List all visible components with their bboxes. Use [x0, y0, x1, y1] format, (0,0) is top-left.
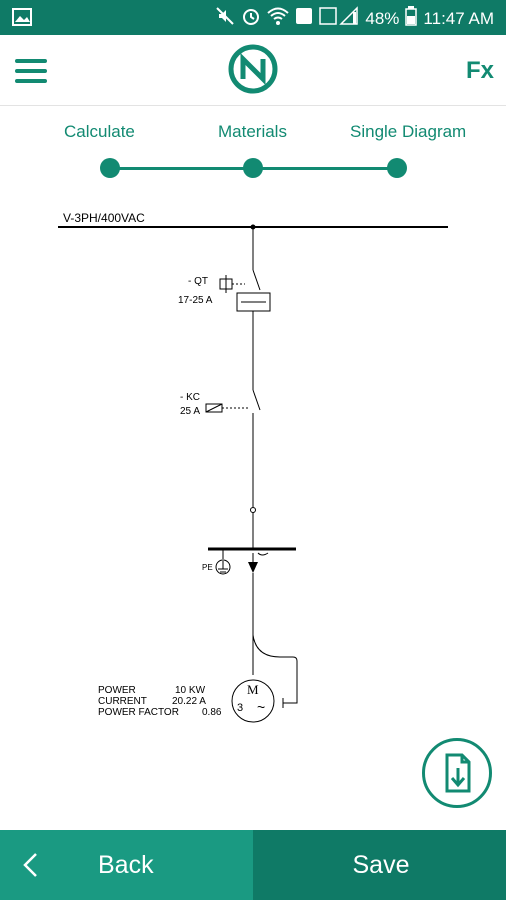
- step-label-single-diagram[interactable]: Single Diagram: [350, 122, 467, 141]
- download-document-icon: [445, 753, 471, 793]
- contactor-kc: [205, 389, 261, 423]
- hamburger-icon[interactable]: [15, 59, 47, 83]
- svg-text:~: ~: [257, 699, 265, 715]
- breaker-tag: - QT: [188, 276, 208, 287]
- pe-ground-icon: [215, 549, 231, 575]
- svg-text:M: M: [247, 682, 259, 697]
- back-button[interactable]: Back: [0, 830, 253, 900]
- breaker-qt: [219, 269, 271, 320]
- pe-label: PE: [202, 563, 213, 572]
- step-indicator: Calculate Materials Single Diagram: [0, 112, 506, 192]
- step-dot-calculate[interactable]: [100, 158, 120, 178]
- current-value: 20.22 A: [172, 696, 206, 707]
- step-dot-single-diagram[interactable]: [387, 158, 407, 178]
- fx-button[interactable]: Fx: [465, 57, 494, 84]
- step-dot-materials[interactable]: [243, 158, 263, 178]
- single-line-diagram: V-3PH/400VAC - QT 17-25 A - KC 25 A: [0, 195, 506, 795]
- step-label-calculate[interactable]: Calculate: [64, 122, 135, 141]
- motor-symbol: M 3 ~: [231, 679, 275, 723]
- status-bar: 48% 11:47 AM: [0, 0, 506, 35]
- supply-label: V-3PH/400VAC: [63, 211, 145, 225]
- wifi-icon: [267, 6, 290, 31]
- battery-percent: 48%: [365, 8, 400, 28]
- breaker-rating: 17-25 A: [178, 295, 213, 306]
- back-label: Back: [98, 851, 154, 879]
- notification-icon: [295, 6, 313, 31]
- signal-icon: [319, 6, 359, 31]
- app-bar: Fx: [0, 35, 506, 106]
- mute-icon: [215, 6, 235, 31]
- contactor-rating: 25 A: [180, 406, 200, 417]
- step-label-materials[interactable]: Materials: [218, 122, 287, 141]
- save-button[interactable]: Save: [253, 830, 506, 900]
- app-logo: [227, 43, 279, 100]
- bottom-bar: Back Save: [0, 830, 506, 900]
- contactor-tag: - KC: [180, 392, 200, 403]
- gallery-icon: [12, 8, 32, 31]
- alarm-icon: [241, 6, 261, 31]
- power-factor-value: 0.86: [202, 707, 222, 718]
- svg-text:3: 3: [237, 702, 243, 714]
- current-label: CURRENT: [98, 696, 147, 707]
- download-document-button[interactable]: [422, 738, 492, 808]
- power-label: POWER: [98, 685, 136, 696]
- clock-time: 11:47 AM: [423, 8, 494, 28]
- power-factor-label: POWER FACTOR: [98, 707, 179, 718]
- battery-icon: [405, 6, 418, 31]
- chevron-left-icon: [22, 852, 38, 883]
- save-label: Save: [352, 851, 410, 879]
- power-value: 10 KW: [175, 685, 206, 696]
